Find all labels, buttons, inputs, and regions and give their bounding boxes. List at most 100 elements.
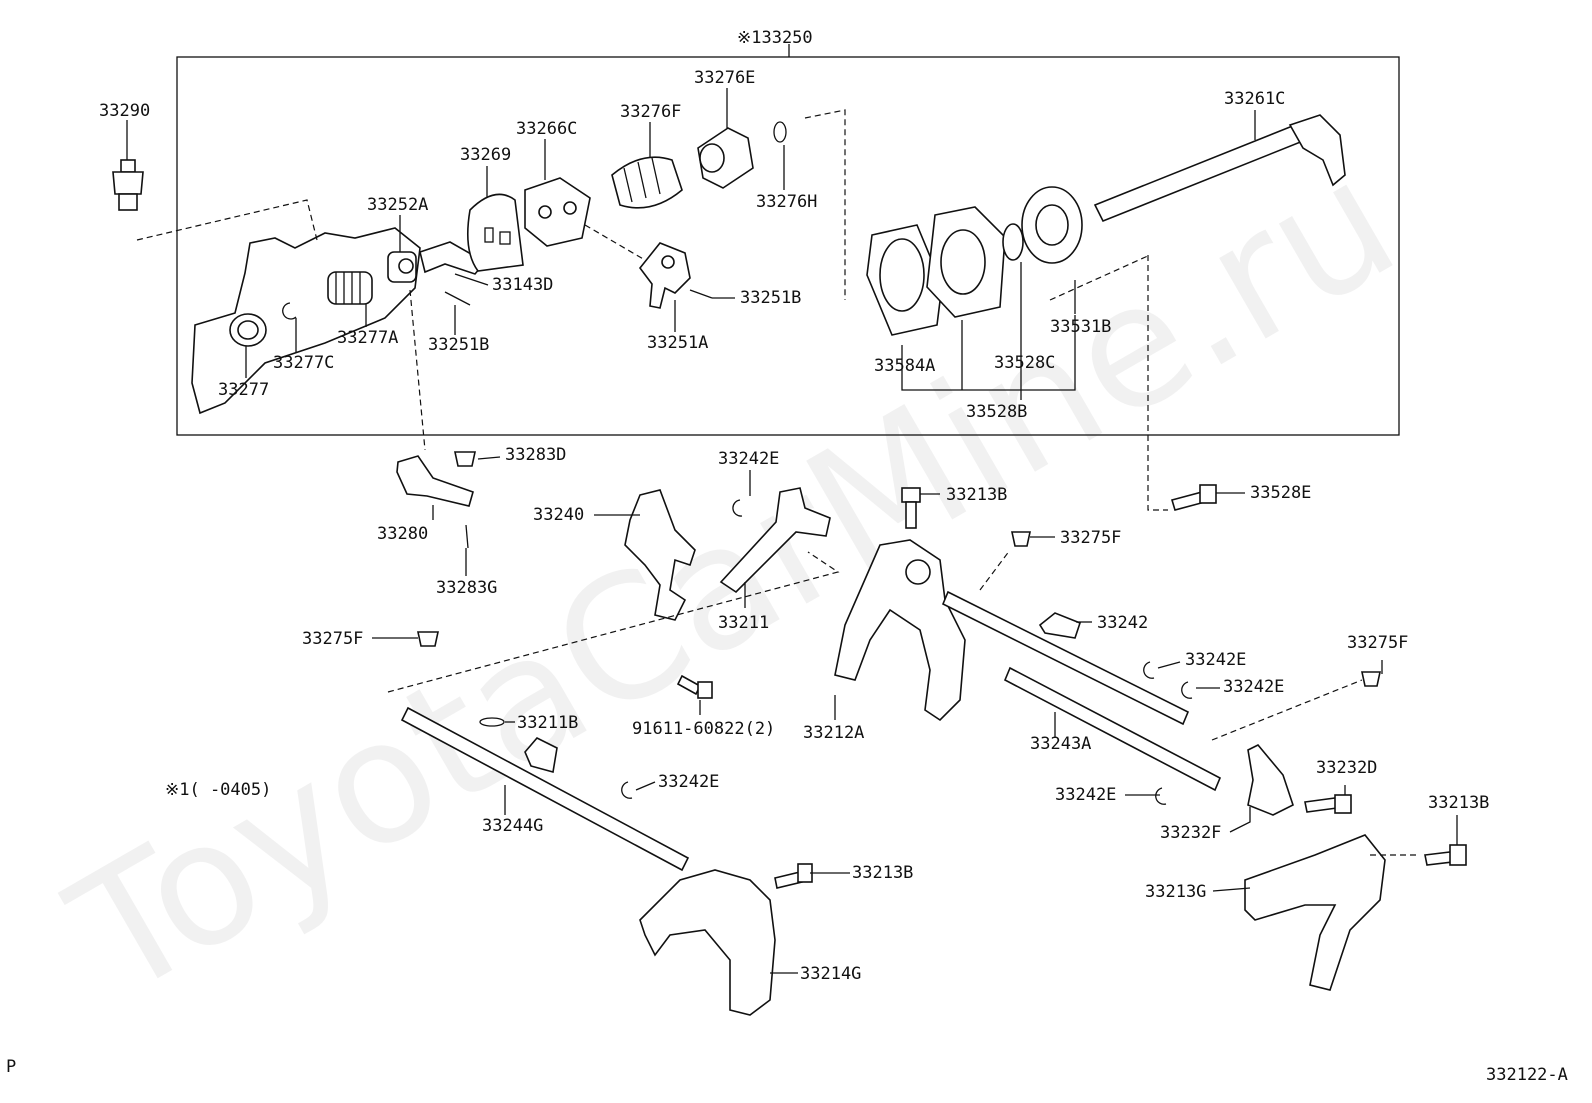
- label-33283D: 33283D: [505, 445, 566, 465]
- pin-33211B-part: [479, 717, 505, 727]
- dash-line-5: [1147, 255, 1168, 511]
- label-33531B: 33531B: [1050, 317, 1111, 337]
- label-33213B-3: 33213B: [1428, 793, 1489, 813]
- label-33252A: 33252A: [367, 195, 428, 215]
- dash-line-6: [1049, 254, 1151, 301]
- label-33242E-2: 33242E: [1185, 650, 1246, 670]
- fork-33212A-hub-part: [905, 559, 931, 585]
- rod-33243A-part: [1003, 666, 1222, 792]
- part-33252A: [387, 251, 417, 283]
- label-33283G: 33283G: [436, 578, 497, 598]
- fork-33212A-part: [834, 539, 966, 722]
- dash-line-4: [409, 289, 426, 451]
- rod-33242-part: [941, 590, 1190, 726]
- label-33528B: 33528B: [966, 402, 1027, 422]
- label-33242: 33242: [1097, 613, 1148, 633]
- clip-33242E-2-part: [1143, 661, 1155, 679]
- label-33277: 33277: [218, 380, 269, 400]
- pin-33251B-2-part: [689, 289, 713, 299]
- label-33277A: 33277A: [337, 328, 398, 348]
- label-33290: 33290: [99, 101, 150, 121]
- label-33280: 33280: [377, 524, 428, 544]
- dash-line-3: [584, 224, 646, 261]
- label-33213B-2: 33213B: [852, 863, 913, 883]
- fork-33214G-part: [639, 869, 776, 1016]
- bushing-33276E-part: [697, 127, 754, 189]
- label-33275F-1: 33275F: [1060, 528, 1121, 548]
- label-33212A: 33212A: [803, 723, 864, 743]
- label-33251A: 33251A: [647, 333, 708, 353]
- clip-33242E-5-part: [621, 781, 633, 799]
- label-33276E: 33276E: [694, 68, 755, 88]
- label-33266C: 33266C: [516, 119, 577, 139]
- corner-left-code: P: [6, 1057, 16, 1077]
- leader-lines: [126, 88, 1458, 974]
- dash-line-10: [979, 549, 1011, 591]
- label-33242E-3: 33242E: [1223, 677, 1284, 697]
- part-33232F: [1247, 744, 1294, 816]
- sensor-33290-part: [112, 159, 144, 211]
- block-33266C-part: [524, 177, 591, 247]
- label-33528E: 33528E: [1250, 483, 1311, 503]
- label-33242E-5: 33242E: [658, 772, 719, 792]
- label-33261C: 33261C: [1224, 89, 1285, 109]
- label-33584A: 33584A: [874, 356, 935, 376]
- bolt-91611-part: [676, 674, 713, 699]
- oring-33528C-part: [1002, 223, 1024, 261]
- bolt-33213B-1-part: [901, 487, 921, 529]
- plug-33275F-3-part: [1361, 671, 1381, 687]
- corner-right-code: 332122-A: [1486, 1065, 1568, 1085]
- lever-33251A-part: [638, 242, 691, 309]
- dash-line-2: [804, 109, 846, 300]
- label-33528C: 33528C: [994, 353, 1055, 373]
- label-33244G: 33244G: [482, 816, 543, 836]
- label-33275F-3: 33275F: [1347, 633, 1408, 653]
- label-33213B-1: 33213B: [946, 485, 1007, 505]
- spring-33277A-part: [327, 271, 373, 305]
- label-33243A: 33243A: [1030, 734, 1091, 754]
- bolt-33213B-2-part: [774, 863, 813, 889]
- footnote: ※1( -0405): [165, 780, 271, 800]
- label-33232D: 33232D: [1316, 758, 1377, 778]
- gasket-33584A-part: [866, 224, 943, 336]
- tab-33242-part: [1038, 612, 1081, 639]
- fork-33213G-part: [1244, 834, 1386, 991]
- clip-33277C-part: [282, 302, 297, 320]
- dash-line-8: [1211, 679, 1363, 741]
- ring-33276H-part: [773, 121, 787, 143]
- rod-33244G-part: [400, 706, 690, 872]
- clip-33242E-3-part: [1181, 681, 1193, 699]
- label-33251B-1: 33251B: [740, 288, 801, 308]
- label-33242E-1: 33242E: [718, 449, 779, 469]
- tab-33244G-part: [524, 737, 558, 774]
- bolt-33232D-part: [1304, 794, 1352, 814]
- label-33211B: 33211B: [517, 713, 578, 733]
- cover-33528B-part: [926, 206, 1006, 318]
- clip-33242E-4-part: [1155, 787, 1167, 805]
- label-33269: 33269: [460, 145, 511, 165]
- dash-line-7: [387, 551, 840, 693]
- lever-33211-part: [719, 487, 831, 594]
- part-33280: [396, 455, 474, 507]
- dash-line-1: [136, 199, 318, 241]
- group-label: ※133250: [737, 28, 813, 48]
- plug-33275F-2-part: [417, 631, 439, 647]
- label-33242E-4: 33242E: [1055, 785, 1116, 805]
- plate-33143D-part: [419, 241, 487, 275]
- part-labels: 33290 33252A 33269 33266C 33276F 33276E …: [99, 68, 1489, 984]
- group-frame: [176, 56, 1400, 436]
- pin-33283G-part: [465, 524, 469, 549]
- label-33211: 33211: [718, 613, 769, 633]
- bracket-33240-part: [624, 489, 696, 621]
- pin-33251B-part: [444, 291, 471, 306]
- shaft-33261C-part: [1093, 114, 1346, 223]
- label-33240: 33240: [533, 505, 584, 525]
- label-91611-60822: 91611-60822(2): [632, 719, 775, 739]
- label-33143D: 33143D: [492, 275, 553, 295]
- plate-33269-part: [466, 193, 524, 272]
- label-33232F: 33232F: [1160, 823, 1221, 843]
- label-33213G: 33213G: [1145, 882, 1206, 902]
- spring-33276F-part: [611, 156, 683, 209]
